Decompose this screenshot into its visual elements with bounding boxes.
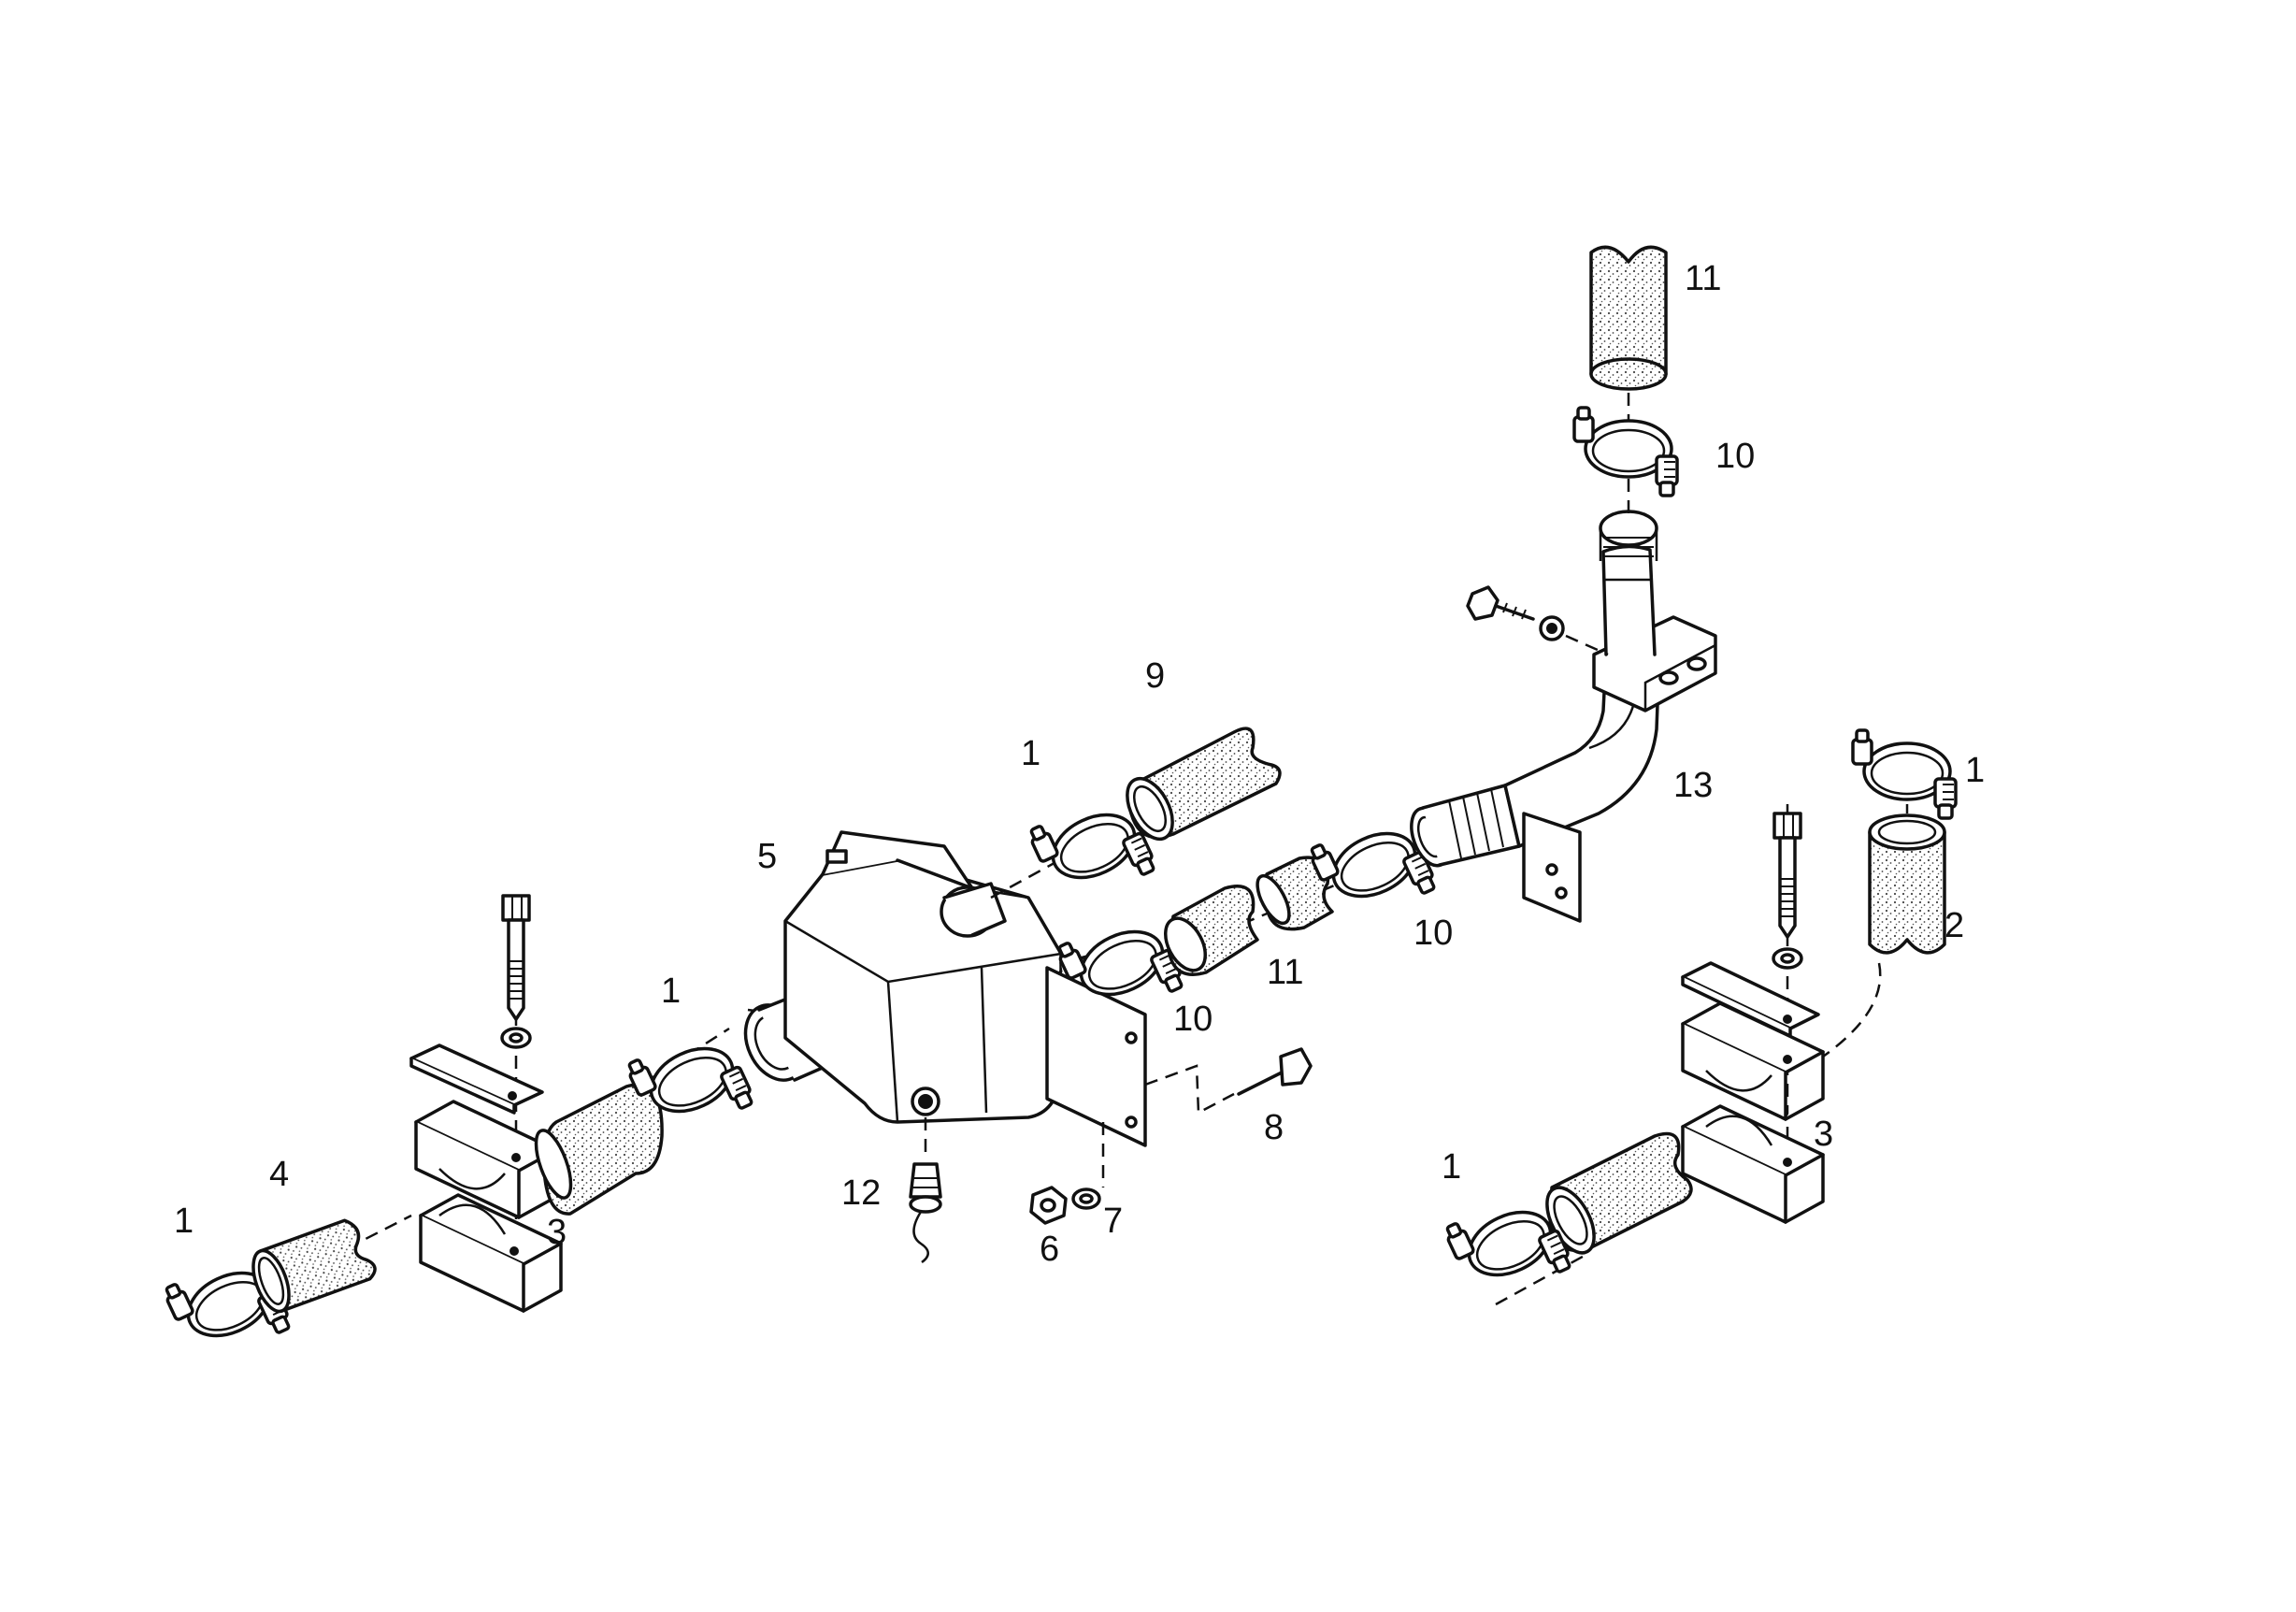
callout-1: 1 <box>1442 1147 1461 1187</box>
drain-valve <box>909 1117 942 1264</box>
nut-and-washer <box>1029 1122 1105 1225</box>
callout-1: 1 <box>1965 751 1985 790</box>
hose-clamp <box>1851 728 1958 820</box>
left-assembly <box>161 894 758 1372</box>
callout-10: 10 <box>1715 437 1755 476</box>
hose-9 <box>1126 727 1282 842</box>
hose-connector-left <box>534 1083 664 1216</box>
top-group <box>1572 245 1679 514</box>
saddle-upper-right <box>1681 1001 1825 1121</box>
callout-4: 4 <box>269 1155 289 1194</box>
mounting-flange <box>1045 966 1147 1147</box>
callout-5: 5 <box>757 837 777 876</box>
callout-3: 3 <box>547 1213 567 1252</box>
right-assembly <box>1442 728 1958 1311</box>
callout-8: 8 <box>1264 1108 1284 1147</box>
middle-chain <box>1054 805 1441 1030</box>
callout-10: 10 <box>1413 914 1453 953</box>
callout-6: 6 <box>1040 1230 1059 1269</box>
callout-1: 1 <box>661 972 681 1011</box>
callout-11: 11 <box>1267 953 1303 992</box>
elbow-bolt <box>1466 585 1609 656</box>
washer <box>500 1027 532 1049</box>
callout-1: 1 <box>1021 734 1040 773</box>
callout-10: 10 <box>1173 1000 1213 1039</box>
washer <box>1772 947 1803 970</box>
saddle-lower-left <box>419 1193 563 1313</box>
callout-7: 7 <box>1103 1202 1123 1241</box>
bolt <box>1772 812 1802 939</box>
bolt <box>501 894 531 1021</box>
callout-1: 1 <box>174 1202 194 1241</box>
valve-housing <box>743 830 1147 1147</box>
strap-plate-left <box>409 1043 544 1115</box>
hose-11-top <box>1589 245 1668 391</box>
callout-9: 9 <box>1145 656 1165 696</box>
saddle-lower-right <box>1681 1104 1825 1224</box>
housing-outlet-top <box>940 882 1007 938</box>
hose-clamp <box>1572 406 1679 497</box>
hose-4 <box>244 1214 380 1318</box>
hose-2 <box>1868 813 1946 955</box>
callout-11: 11 <box>1685 259 1721 298</box>
saddle-upper-left <box>414 1100 558 1219</box>
callout-12: 12 <box>841 1173 881 1213</box>
callout-3: 3 <box>1814 1115 1833 1154</box>
callout-13: 13 <box>1673 766 1713 805</box>
callout-2: 2 <box>1944 906 1964 945</box>
bolt-8 <box>1144 1047 1313 1115</box>
elbow-pipe <box>1410 510 1717 923</box>
callout-labels: 1 1 1 1 1 2 3 3 4 5 6 7 8 9 10 10 10 11 … <box>174 259 1985 1269</box>
hose-11-lower <box>1164 885 1259 976</box>
upper-centre-group <box>990 727 1282 914</box>
strap-plate-right <box>1681 961 1820 1038</box>
